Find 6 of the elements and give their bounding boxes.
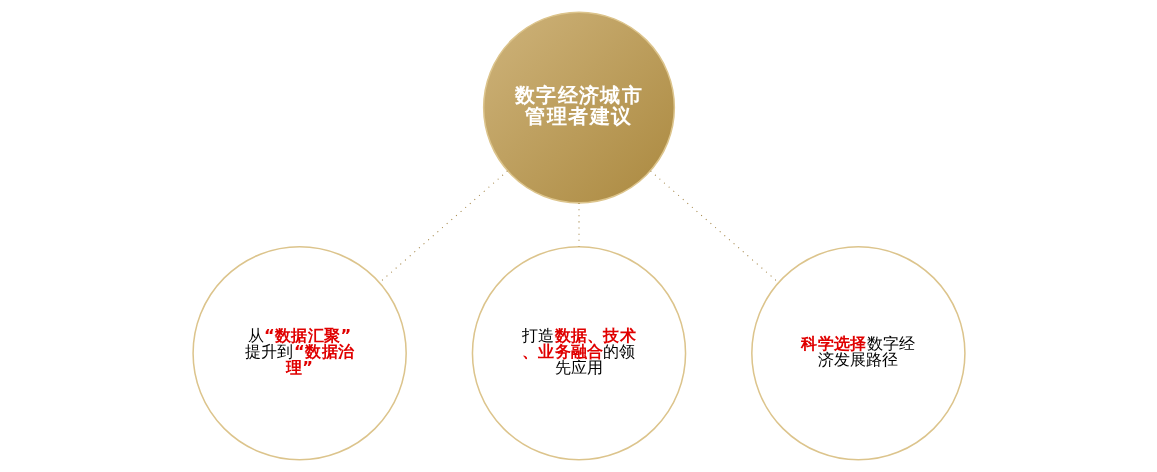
node-circle: 科学选择数字经济发展路径 <box>750 245 966 461</box>
node-circle: 数字经济城市管理者建议 <box>482 11 675 204</box>
node-circle: 打造数据、技术、业务融合的领先应用 <box>471 245 686 461</box>
connector <box>649 170 779 283</box>
connector <box>378 170 508 283</box>
node-circle: 从“数据汇聚”提升到“数据治理” <box>191 245 407 461</box>
